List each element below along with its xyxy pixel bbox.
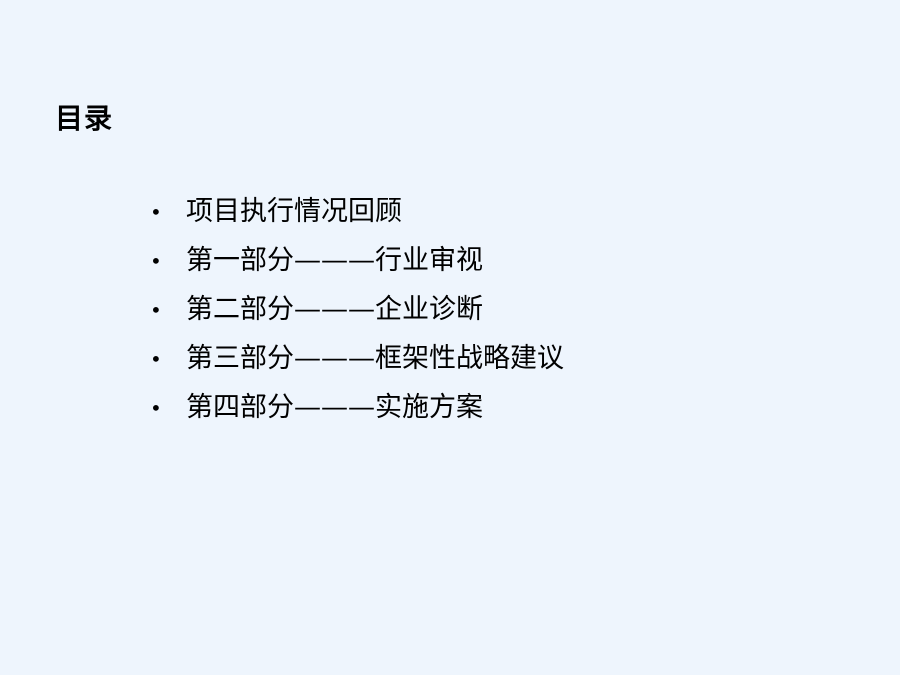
- toc-item-part-4: • 第四部分———实施方案: [150, 383, 564, 432]
- toc-item-part-2: • 第二部分———企业诊断: [150, 285, 564, 334]
- bullet-icon: •: [150, 248, 162, 273]
- toc-item-label: 项目执行情况回顾: [186, 195, 402, 227]
- bullet-icon: •: [150, 346, 162, 371]
- toc-item-part-3: • 第三部分———框架性战略建议: [150, 334, 564, 383]
- toc-item-label: 第二部分———企业诊断: [186, 293, 483, 325]
- bullet-icon: •: [150, 395, 162, 420]
- page-title: 目录: [55, 102, 114, 135]
- table-of-contents: • 项目执行情况回顾 • 第一部分———行业审视 • 第二部分———企业诊断 •…: [150, 187, 564, 432]
- bullet-icon: •: [150, 297, 162, 322]
- toc-item-part-1: • 第一部分———行业审视: [150, 236, 564, 285]
- toc-item-label: 第四部分———实施方案: [186, 391, 483, 423]
- toc-item-label: 第三部分———框架性战略建议: [186, 342, 564, 374]
- toc-item-label: 第一部分———行业审视: [186, 244, 483, 276]
- bullet-icon: •: [150, 199, 162, 224]
- toc-item-overview: • 项目执行情况回顾: [150, 187, 564, 236]
